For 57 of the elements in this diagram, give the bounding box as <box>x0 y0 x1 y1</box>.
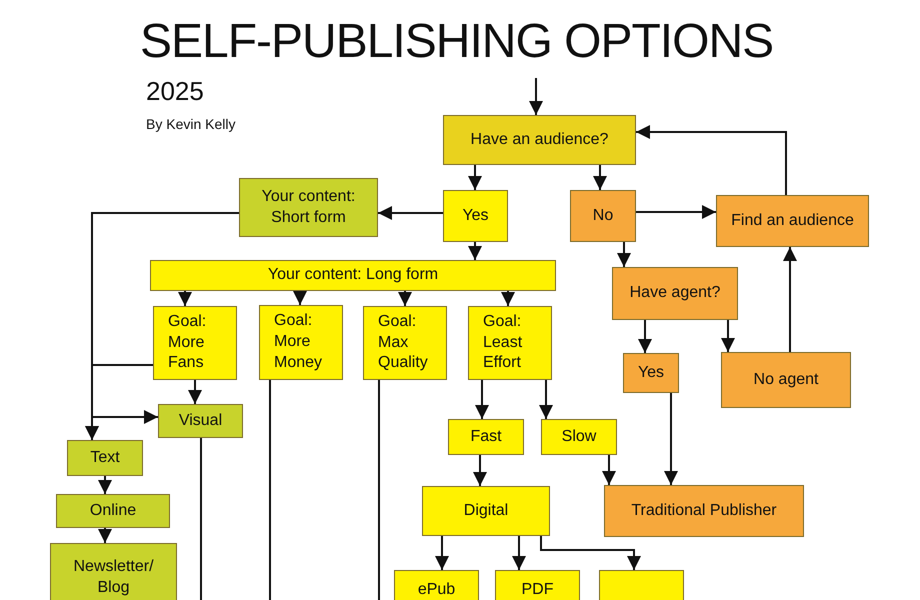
arrow <box>529 78 543 115</box>
arrow <box>617 242 631 267</box>
arrow <box>664 393 678 485</box>
process-box: Traditional Publisher <box>604 485 804 537</box>
arrow <box>468 242 482 260</box>
process-box: Find an audience <box>716 195 869 247</box>
connector-line <box>269 380 271 600</box>
arrow <box>98 476 112 494</box>
process-box: No <box>570 190 636 242</box>
arrow <box>178 291 192 306</box>
process-box: ePub <box>394 570 479 600</box>
arrow <box>783 247 797 352</box>
goal-box: Goal: Least Effort <box>468 306 552 380</box>
arrow <box>593 165 607 190</box>
arrow <box>721 320 735 352</box>
arrow <box>501 291 515 306</box>
process-box: Slow <box>541 419 617 455</box>
process-box: Your content: Long form <box>150 260 556 291</box>
process-box: Newsletter/ Blog <box>50 543 177 600</box>
arrow <box>435 536 449 570</box>
arrow <box>512 536 526 570</box>
process-box: Online <box>56 494 170 528</box>
process-box: Your content: Short form <box>239 178 378 237</box>
goal-box: Goal: Max Quality <box>363 306 447 380</box>
process-box: Digital <box>422 486 550 536</box>
arrow <box>475 380 489 419</box>
process-box: Fast <box>448 419 524 455</box>
process-box: Yes <box>443 190 508 242</box>
arrow <box>539 380 553 419</box>
process-box: No agent <box>721 352 851 408</box>
arrow <box>540 536 641 570</box>
empty-box <box>599 570 684 600</box>
arrow <box>293 291 307 305</box>
year-label: 2025 <box>146 76 204 107</box>
arrow <box>398 291 412 306</box>
process-box: PDF <box>495 570 580 600</box>
arrow <box>85 364 153 440</box>
author-byline: By Kevin Kelly <box>146 116 236 132</box>
process-box: Yes <box>623 353 679 393</box>
connector-line <box>378 380 380 600</box>
connector-line <box>200 438 202 600</box>
arrow <box>636 205 716 219</box>
arrow <box>638 320 652 353</box>
arrow <box>378 206 443 220</box>
arrow <box>473 455 487 486</box>
goal-box: Goal: More Fans <box>153 306 237 380</box>
process-box: Visual <box>158 404 243 438</box>
process-box: Have agent? <box>612 267 738 320</box>
arrow <box>602 455 616 485</box>
process-box: Text <box>67 440 143 476</box>
arrow <box>636 125 787 195</box>
arrow <box>98 528 112 543</box>
goal-box: Goal: More Money <box>259 305 343 380</box>
process-box: Have an audience? <box>443 115 636 165</box>
title: SELF-PUBLISHING OPTIONS <box>140 14 774 69</box>
arrow <box>468 165 482 190</box>
arrow <box>188 380 202 404</box>
